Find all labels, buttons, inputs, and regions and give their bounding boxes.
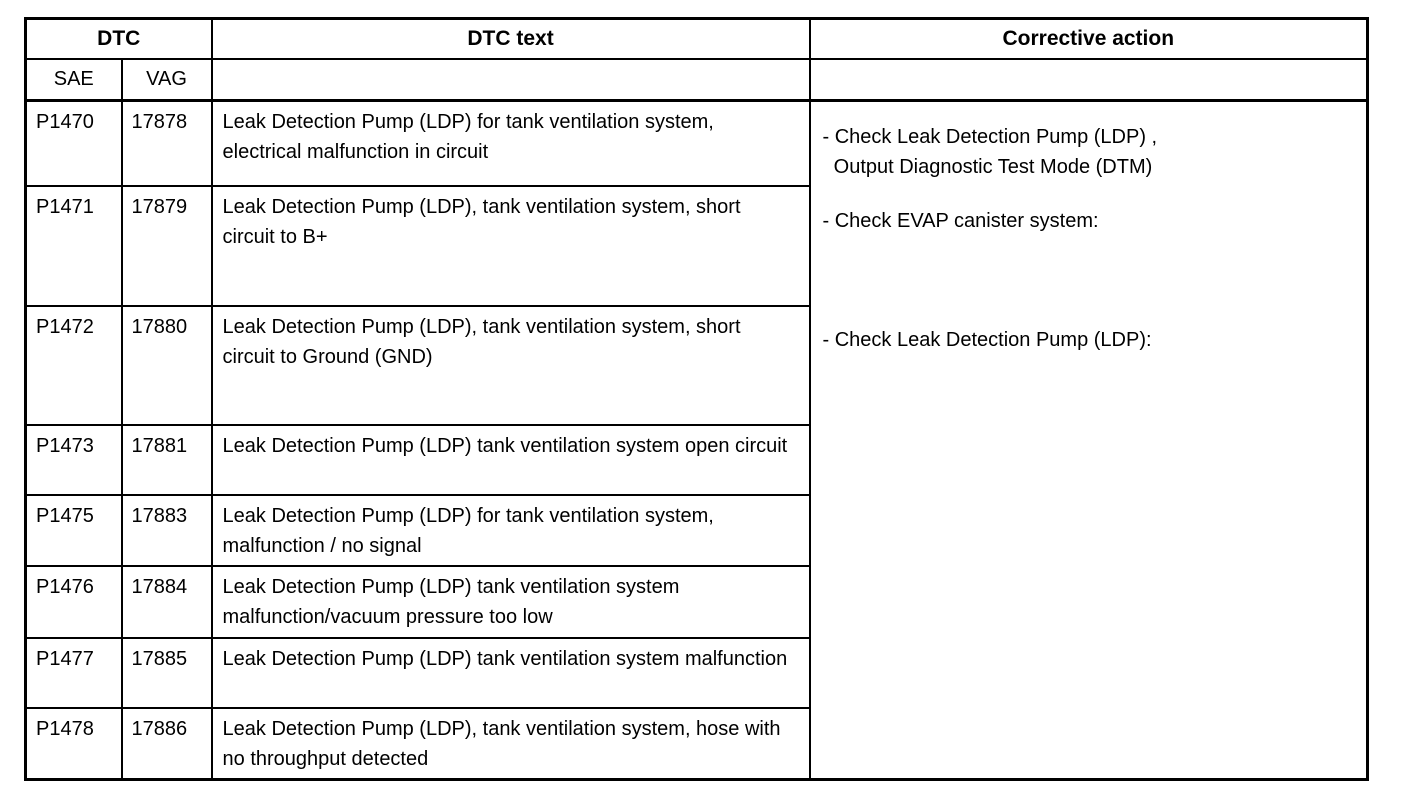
dtc-table: DTC DTC text Corrective action SAE VAG P… xyxy=(24,17,1370,781)
cell-vag: 17878 xyxy=(120,99,213,187)
cell-dtc-text: Leak Detection Pump (LDP) tank ventilati… xyxy=(210,636,811,709)
subheader-dtc-text-empty xyxy=(210,57,811,102)
corrective-action-item: - Check EVAP canister system: xyxy=(822,210,1099,232)
header-dtc-text: DTC text xyxy=(210,17,811,60)
subheader-row: SAE VAG xyxy=(24,57,1369,102)
cell-vag: 17884 xyxy=(120,564,213,639)
cell-sae: P1476 xyxy=(24,564,123,639)
cell-sae: P1475 xyxy=(24,493,123,567)
table-row: P1477 17885 Leak Detection Pump (LDP) ta… xyxy=(24,636,1368,709)
cell-vag: 17879 xyxy=(120,184,213,307)
cell-dtc-text: Leak Detection Pump (LDP) tank ventilati… xyxy=(210,423,811,496)
table-row: P1473 17881 Leak Detection Pump (LDP) ta… xyxy=(24,423,1368,496)
cell-vag: 17885 xyxy=(120,636,213,709)
table-row: P1471 17879 Leak Detection Pump (LDP), t… xyxy=(24,184,1368,307)
cell-vag: 17886 xyxy=(120,706,213,780)
cell-dtc-text: Leak Detection Pump (LDP), tank ventilat… xyxy=(210,184,811,307)
cell-sae: P1477 xyxy=(24,636,123,709)
cell-dtc-text: Leak Detection Pump (LDP), tank ventilat… xyxy=(210,706,811,780)
corrective-action-item: - Check Leak Detection Pump (LDP) , Outp… xyxy=(822,126,1158,178)
cell-sae: P1478 xyxy=(24,706,123,780)
header-row: DTC DTC text Corrective action xyxy=(24,17,1369,60)
cell-vag: 17880 xyxy=(120,304,213,426)
cell-dtc-text: Leak Detection Pump (LDP) for tank venti… xyxy=(210,99,811,187)
table-row: P1470 17878 Leak Detection Pump (LDP) fo… xyxy=(24,99,1369,780)
subheader-vag: VAG xyxy=(120,57,213,102)
header-dtc: DTC xyxy=(24,17,213,60)
corrective-action-item: - Check Leak Detection Pump (LDP): xyxy=(822,329,1152,351)
cell-sae: P1470 xyxy=(24,99,123,187)
cell-dtc-text: Leak Detection Pump (LDP) tank ventilati… xyxy=(210,564,811,639)
header-corrective-action: Corrective action xyxy=(808,17,1369,60)
cell-dtc-text: Leak Detection Pump (LDP), tank ventilat… xyxy=(210,304,811,426)
cell-sae: P1473 xyxy=(24,423,123,496)
table-row: P1475 17883 Leak Detection Pump (LDP) fo… xyxy=(24,493,1368,567)
cell-corrective-action: - Check Leak Detection Pump (LDP) , Outp… xyxy=(808,99,1369,780)
cell-sae: P1471 xyxy=(24,184,123,307)
cell-vag: 17881 xyxy=(120,423,213,496)
table-row: P1476 17884 Leak Detection Pump (LDP) ta… xyxy=(24,564,1368,639)
cell-sae: P1472 xyxy=(24,304,123,426)
subheader-corrective-empty xyxy=(808,57,1369,102)
table-row: P1472 17880 Leak Detection Pump (LDP), t… xyxy=(24,304,1368,426)
cell-dtc-text: Leak Detection Pump (LDP) for tank venti… xyxy=(210,493,811,567)
cell-vag: 17883 xyxy=(120,493,213,567)
subheader-sae: SAE xyxy=(24,57,123,102)
table-row: P1478 17886 Leak Detection Pump (LDP), t… xyxy=(24,706,1368,780)
